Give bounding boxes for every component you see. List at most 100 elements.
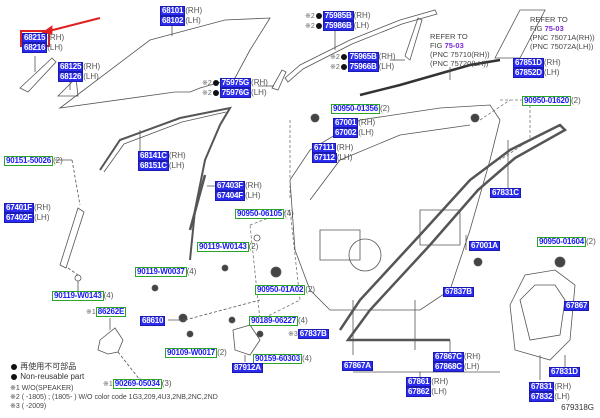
part-number[interactable]: 68610 (140, 316, 166, 326)
part-number[interactable]: 90119-W0143 (197, 242, 249, 252)
part-number[interactable]: 90950-06105 (235, 209, 284, 219)
part-number[interactable]: 67402F (4, 213, 34, 223)
part-number[interactable]: 68141C (138, 151, 169, 161)
part-number[interactable]: 67401F (4, 203, 34, 213)
part-number[interactable]: 90269-05034 (112, 379, 162, 389)
part-number[interactable]: 67867C (433, 352, 464, 362)
part-number[interactable]: 68125 (58, 62, 84, 72)
part-number[interactable]: 67001A (469, 241, 500, 251)
part-number[interactable]: 67403F (215, 181, 245, 191)
part-number[interactable]: 67862 (406, 387, 432, 397)
figure-link[interactable]: 75-03 (544, 24, 564, 33)
part-number[interactable]: 67851D (513, 58, 544, 68)
part-number[interactable]: 75986B (322, 21, 354, 31)
part-label-67401[interactable]: 67401F(RH) 67402F(LH) (4, 203, 51, 223)
part-number[interactable]: 67111 (312, 143, 337, 153)
part-number[interactable]: 67002 (333, 128, 359, 138)
part-label-67831C[interactable]: 67831C (490, 188, 521, 198)
part-label-68141[interactable]: 68141C(RH) 68151C(LH) (138, 151, 186, 171)
part-label-67831[interactable]: 67831(RH) 67832(LH) (529, 382, 572, 402)
part-number[interactable]: 67832 (529, 392, 555, 402)
part-number[interactable]: 75966B (347, 62, 379, 72)
part-label-68610[interactable]: 68610 (140, 316, 166, 326)
highlight-arrow (40, 17, 101, 35)
part-label-90950-06105[interactable]: 90950-06105(4) (235, 209, 294, 219)
part-number[interactable]: 68151C (138, 161, 169, 171)
part-number[interactable]: 67837B (297, 329, 329, 339)
part-number[interactable]: 68216 (22, 43, 48, 53)
part-label-67001[interactable]: 67001(RH) 67002(LH) (333, 118, 376, 138)
part-number[interactable]: 67852D (513, 68, 544, 78)
part-number[interactable]: 67867A (342, 361, 373, 371)
part-number[interactable]: 68101 (160, 6, 186, 16)
part-label-67851[interactable]: 67851D(RH) 67852D(LH) (513, 58, 561, 78)
part-label-87912A[interactable]: 87912A (232, 363, 263, 373)
part-label-67861[interactable]: 67861(RH) 67862(LH) (406, 377, 449, 397)
part-number[interactable]: 67861 (406, 377, 432, 387)
part-number[interactable]: 90950-01604 (537, 237, 586, 247)
part-number[interactable]: 67831 (529, 382, 555, 392)
speaker-part (97, 327, 124, 355)
clip-part (473, 257, 483, 267)
part-number[interactable]: 90151-50026 (4, 156, 53, 166)
part-number[interactable]: 67868C (433, 362, 464, 372)
reference-note-75710: REFER TO FIG 75-03 (PNC 75710(RH)) (PNC … (430, 32, 490, 68)
figure-link[interactable]: 75-03 (444, 41, 464, 50)
part-label-67111[interactable]: 67111(RH) 67112(LH) (312, 143, 354, 163)
part-label-90950-01356[interactable]: 90950-01356(2) (331, 104, 390, 114)
part-label-90189-06227[interactable]: 90189-06227(4) (249, 316, 308, 326)
part-label-67831D[interactable]: 67831D (549, 367, 580, 377)
part-label-90950-01620[interactable]: 90950-01620(2) (522, 96, 581, 106)
part-number[interactable]: 67831C (490, 188, 521, 198)
part-number[interactable]: 68102 (160, 16, 186, 26)
part-number[interactable]: 67404F (215, 191, 245, 201)
dashed-leader (184, 299, 261, 321)
part-label-90159-60303[interactable]: 90159-60303(4) (253, 354, 312, 364)
part-label-67837B[interactable]: 67837B (443, 287, 474, 297)
part-label-90119-W0037[interactable]: 90119-W0037(4) (135, 267, 197, 277)
part-number[interactable]: 67837B (443, 287, 474, 297)
part-number[interactable]: 90189-06227 (249, 316, 298, 326)
door-panel-part (289, 104, 501, 311)
part-number[interactable]: 67112 (312, 153, 337, 163)
part-number[interactable]: 75976G (219, 88, 252, 98)
part-label-68101[interactable]: 68101(RH) 68102(LH) (160, 6, 203, 26)
part-number[interactable]: 68215 (22, 33, 48, 43)
part-label-67001A[interactable]: 67001A (469, 241, 500, 251)
part-number[interactable]: 90119-W0037 (135, 267, 187, 277)
part-label-68125[interactable]: 68125(RH) 68126(LH) (58, 62, 101, 82)
part-number[interactable]: 68126 (58, 72, 84, 82)
part-number[interactable]: 75985B (322, 11, 354, 21)
part-number[interactable]: 75975G (219, 78, 252, 88)
part-number[interactable]: 90159-60303 (253, 354, 302, 364)
part-number[interactable]: 75965B (347, 52, 379, 62)
part-label-67867A[interactable]: 67867A (342, 361, 373, 371)
part-label-90151-50026[interactable]: 90151-50026(2) (4, 156, 63, 166)
part-number[interactable]: 67867 (564, 301, 590, 311)
part-label-67867C[interactable]: 67867C(RH) 67868C(LH) (433, 352, 481, 372)
part-number[interactable]: 90950-01356 (331, 104, 380, 114)
part-label-90950-01A02[interactable]: 90950-01A02(2) (255, 285, 316, 295)
part-number[interactable]: 90950-01620 (522, 96, 571, 106)
part-number[interactable]: 87912A (232, 363, 263, 373)
part-number[interactable]: 90119-W0143 (52, 291, 104, 301)
part-number[interactable]: 67001 (333, 118, 359, 128)
part-label-67867[interactable]: 67867 (564, 301, 590, 311)
part-number[interactable]: 86262E (95, 307, 127, 317)
part-label-90950-01604[interactable]: 90950-01604(2) (537, 237, 596, 247)
part-label-90119-W0143-4[interactable]: 90119-W0143(4) (52, 291, 114, 301)
part-number[interactable]: 90950-01A02 (255, 285, 306, 295)
part-label-90109-W0017[interactable]: 90109-W0017(2) (165, 348, 227, 358)
part-label-68215[interactable]: 68215(RH) 68216(LH) (22, 33, 65, 53)
part-number[interactable]: 67831D (549, 367, 580, 377)
part-label-90119-W0143-2[interactable]: 90119-W0143(2) (197, 242, 259, 252)
part-number[interactable]: 90109-W0017 (165, 348, 218, 358)
part-label-67403[interactable]: 67403F(RH) 67404F(LH) (215, 181, 262, 201)
